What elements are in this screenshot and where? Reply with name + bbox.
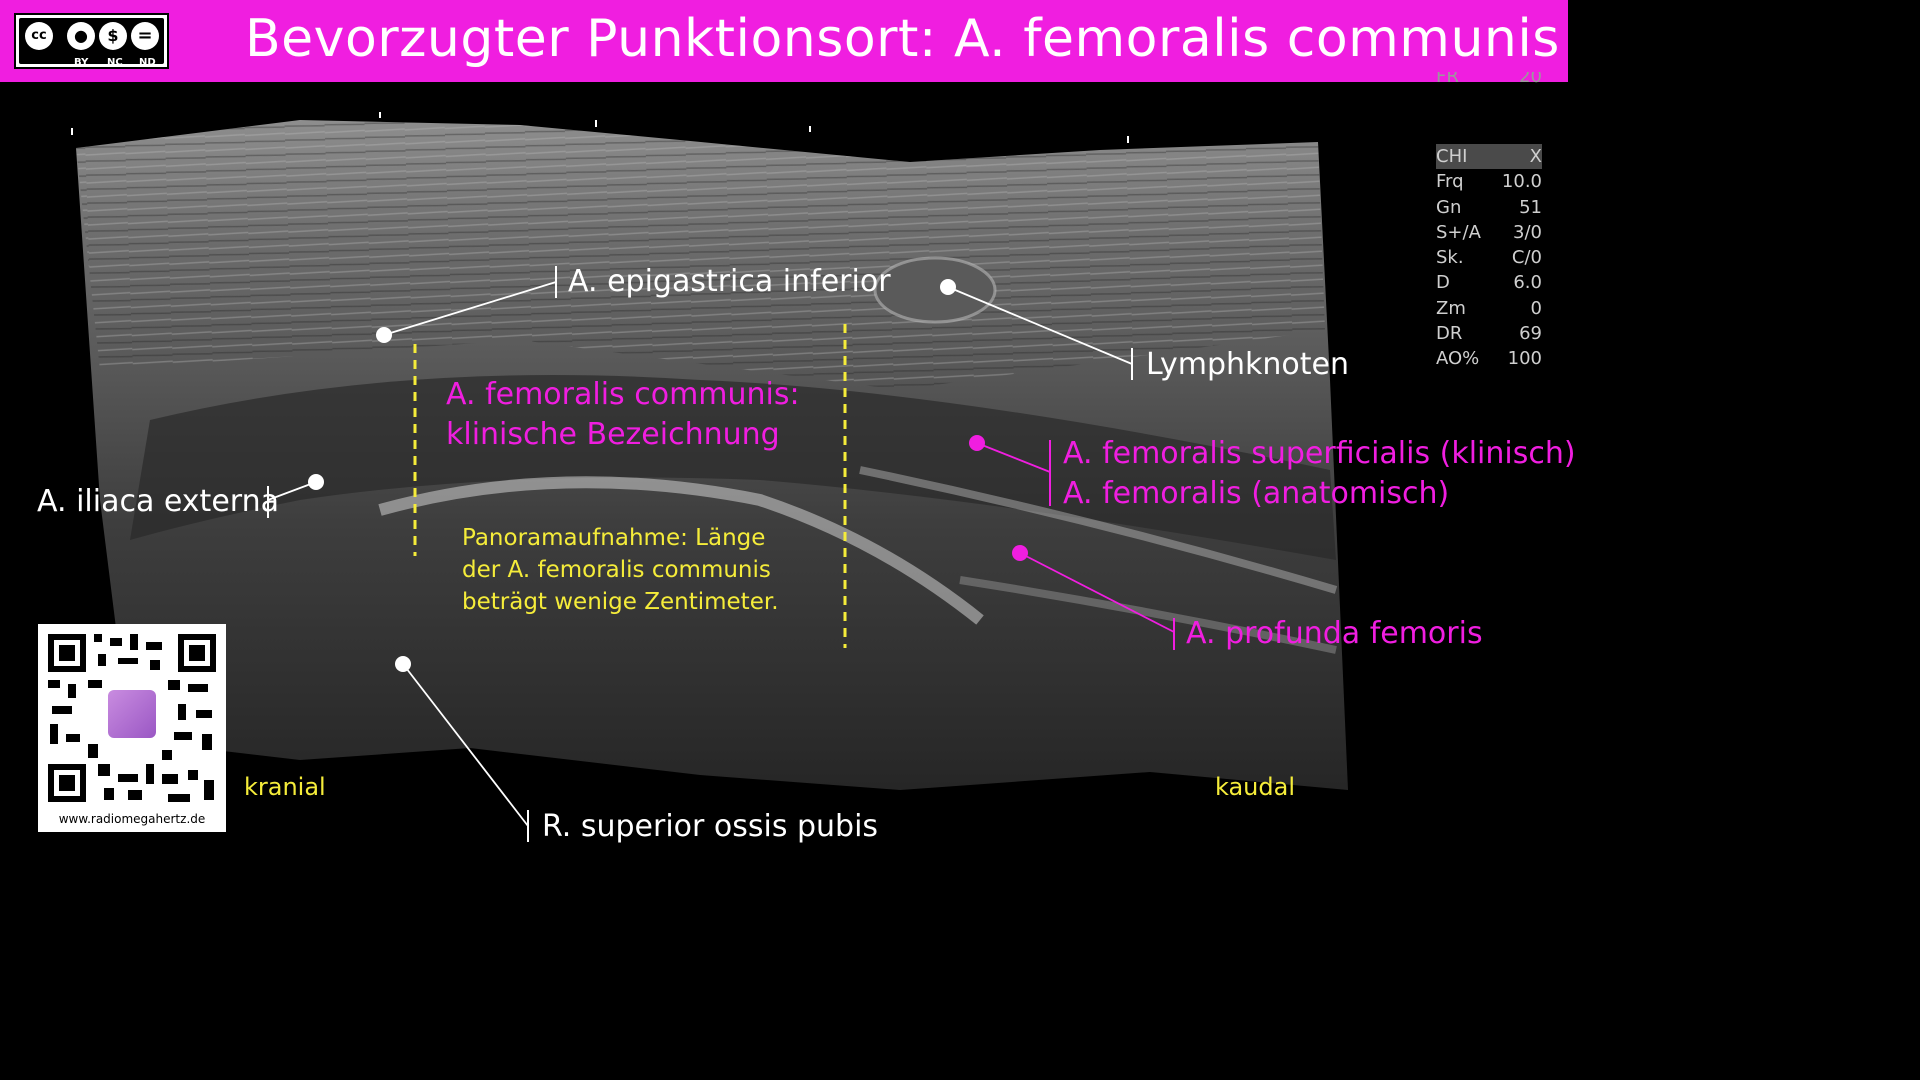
settings-key: Zm (1436, 297, 1466, 319)
settings-row: CHI X (1436, 144, 1542, 170)
by-icon: ● (67, 22, 95, 50)
settings-row: Gn 51 (1436, 195, 1542, 220)
settings-value: 20 (1519, 72, 1542, 87)
note-line-2: der A. femoralis communis (462, 557, 771, 583)
label-femoralis-communis-1: A. femoralis communis: (446, 377, 800, 412)
settings-value: 69 (1519, 323, 1542, 345)
settings-key: DR (1436, 323, 1463, 345)
cc-icon: cc (25, 22, 53, 50)
settings-row: Sk. C/0 (1436, 245, 1542, 270)
settings-key: D (1436, 272, 1450, 294)
settings-row: Zm 0 (1436, 296, 1542, 321)
settings-key: Frq (1436, 171, 1464, 193)
settings-row: Frq 10.0 (1436, 169, 1542, 194)
note-line-3: beträgt wenige Zentimeter. (462, 589, 779, 615)
settings-value: 51 (1519, 196, 1542, 218)
settings-row: DR 69 (1436, 321, 1542, 346)
settings-row-fr: FR 20 (1436, 72, 1542, 90)
qr-code-block[interactable]: www.radiomegahertz.de (38, 624, 226, 832)
scanner-settings-panel: CHI X Frq 10.0 Gn 51 S+/A 3/0 Sk. C/0 D 6.0 Zm… (1436, 144, 1542, 372)
settings-key: FR (1436, 72, 1459, 87)
license-term-nd: ND (139, 57, 156, 68)
cc-license-badge: cc ● $ = BY NC ND (14, 13, 169, 69)
settings-value: 10.0 (1501, 171, 1542, 193)
label-femoralis-anatomisch: A. femoralis (anatomisch) (1063, 476, 1450, 511)
page-title: Bevorzugter Punktionsort: A. femoralis c… (245, 9, 1560, 69)
nc-icon: $ (99, 22, 127, 50)
label-femoralis-communis-2: klinische Bezeichnung (446, 417, 780, 452)
settings-value: 0 (1530, 297, 1542, 319)
settings-row: D 6.0 (1436, 270, 1542, 295)
settings-value: C/0 (1511, 247, 1542, 269)
settings-key: S+/A (1436, 221, 1481, 243)
label-femoralis-superficialis: A. femoralis superficialis (klinisch) (1063, 436, 1576, 471)
settings-row: S+/A 3/0 (1436, 220, 1542, 245)
website-url[interactable]: www.radiomegahertz.de (58, 812, 206, 826)
settings-value: X (1529, 146, 1542, 167)
header-bar: cc ● $ = BY NC ND Bevorzugter Punktionso… (0, 0, 1568, 82)
label-epigastrica: A. epigastrica inferior (568, 264, 891, 299)
label-ossis-pubis: R. superior ossis pubis (542, 809, 879, 844)
settings-value: 100 (1507, 348, 1542, 370)
orientation-kranial: kranial (244, 773, 326, 801)
settings-value: 3/0 (1513, 221, 1542, 243)
settings-key: CHI (1436, 146, 1468, 167)
settings-row: AO% 100 (1436, 346, 1542, 371)
settings-key: Sk. (1436, 247, 1464, 269)
note-line-1: Panoramaufnahme: Länge (462, 525, 766, 551)
license-term-nc: NC (107, 57, 123, 68)
label-profunda-femoris: A. profunda femoris (1186, 616, 1483, 651)
nd-icon: = (131, 22, 159, 50)
settings-key: Gn (1436, 196, 1462, 218)
orientation-kaudal: kaudal (1215, 773, 1296, 801)
settings-key: AO% (1436, 348, 1480, 370)
license-term-by: BY (74, 57, 89, 68)
label-lymphknoten: Lymphknoten (1146, 347, 1349, 382)
settings-value: 6.0 (1513, 272, 1542, 294)
radio-logo-icon (108, 690, 156, 738)
label-iliaca-externa: A. iliaca externa (37, 484, 279, 519)
